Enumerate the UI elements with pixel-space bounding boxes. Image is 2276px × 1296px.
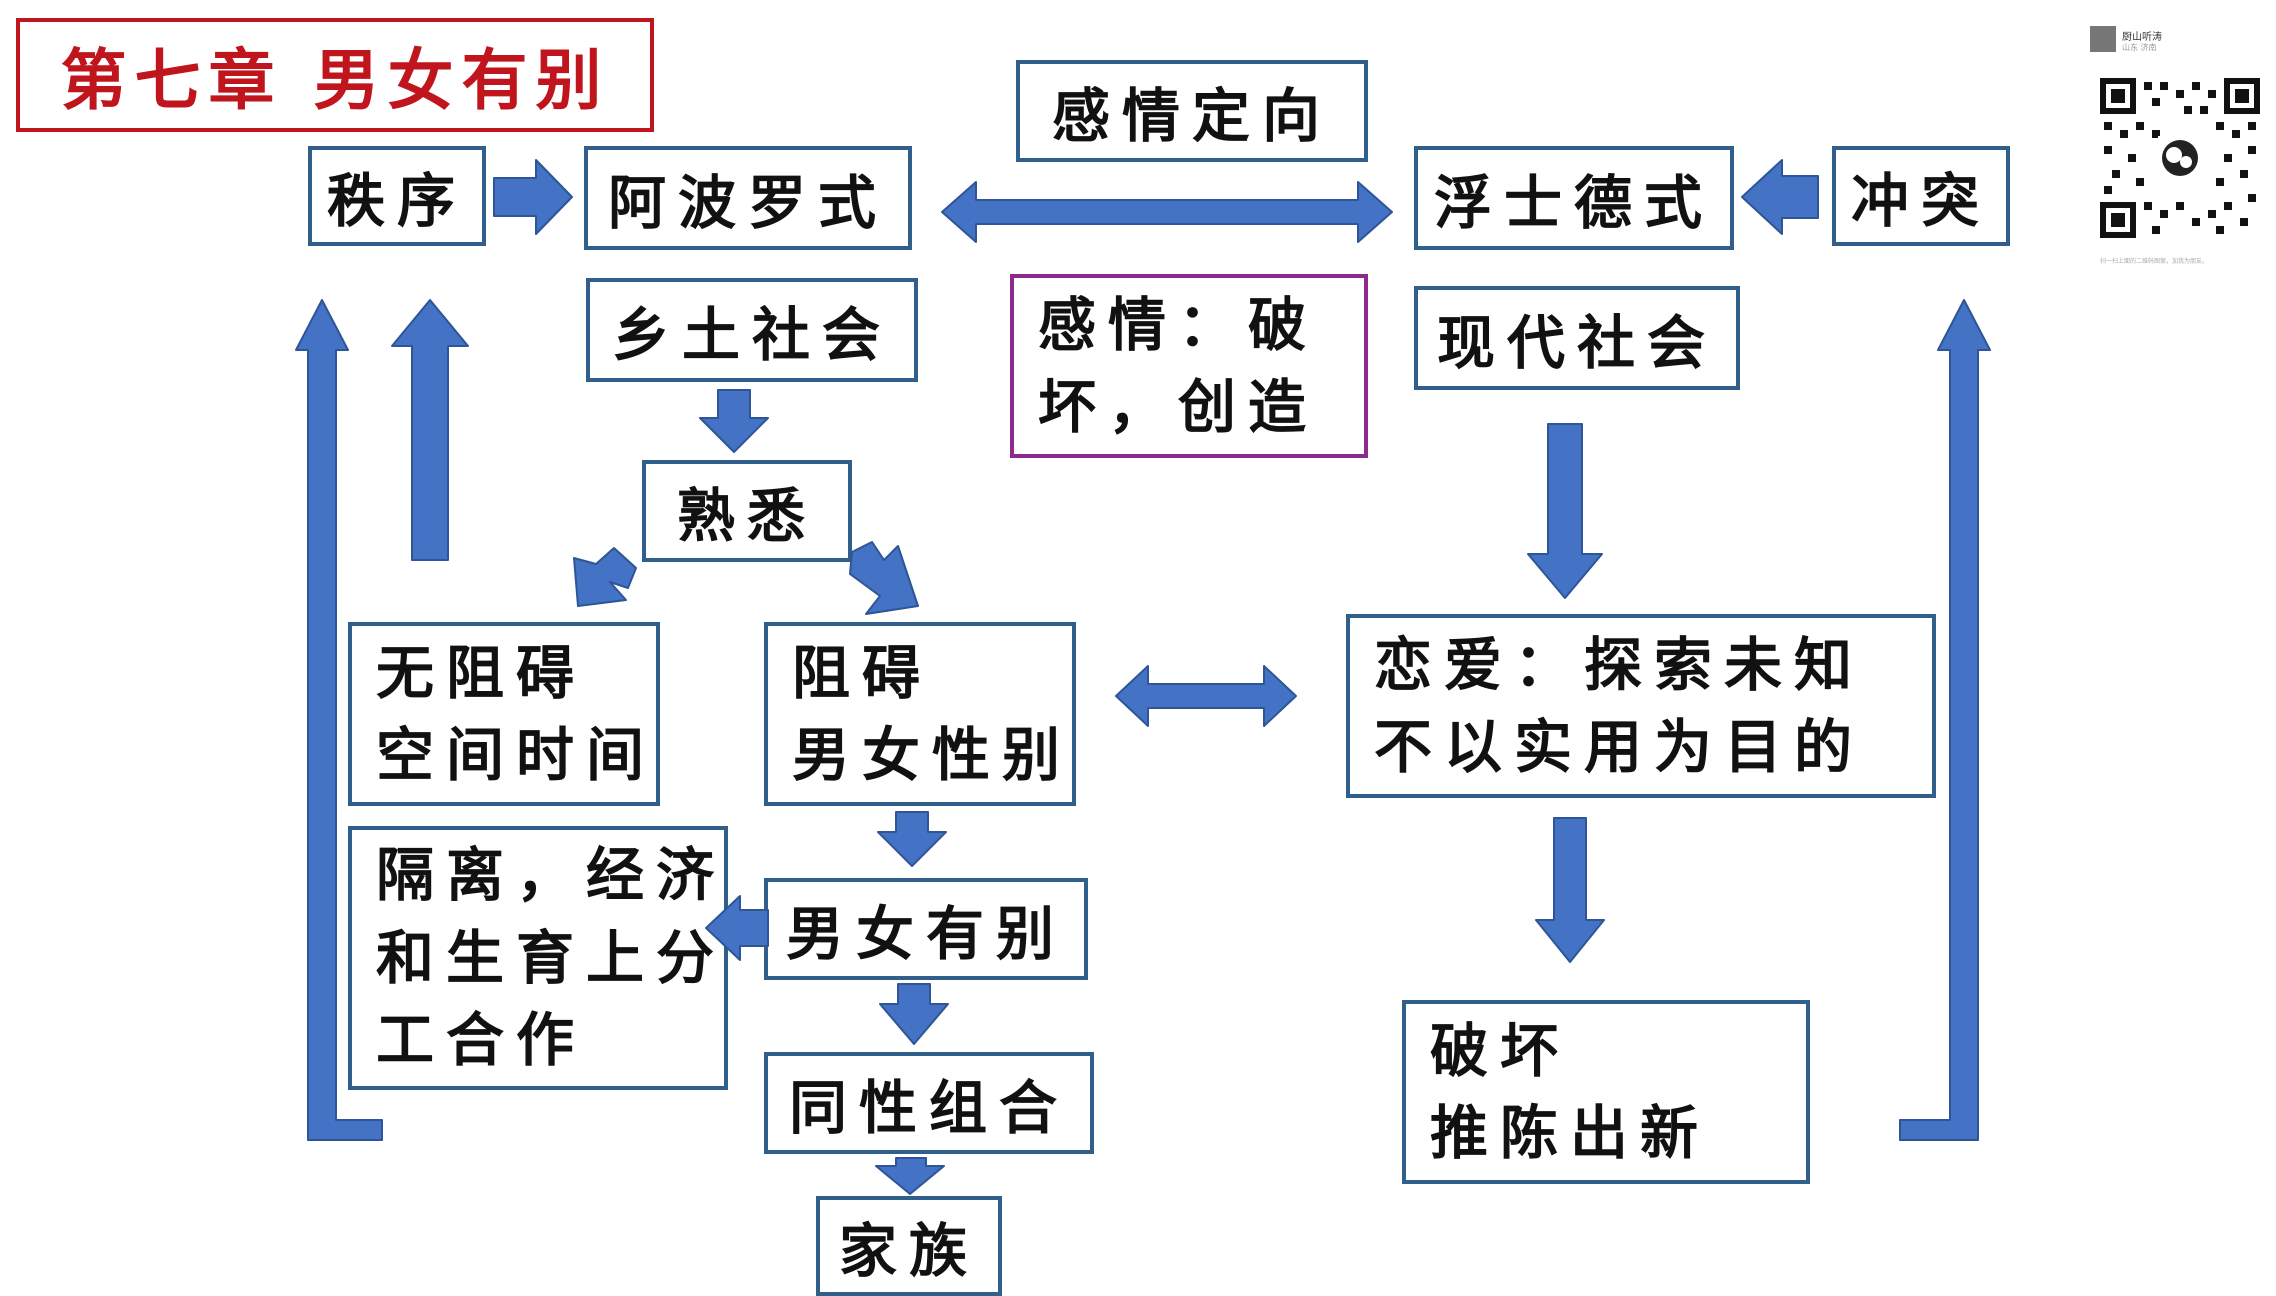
node-ganqing-pohuai-line1: 感情：破 [1038,290,1319,359]
chapter-title: 第七章 男女有别 [16,18,654,132]
node-geli-line1: 隔离，经济 [376,841,727,910]
qr-owner-location: 山东 济南 [2122,43,2157,52]
arrow-lianai-to-pohuai [1535,817,1605,963]
node-wuzuai-line1: 无阻碍 [376,638,587,707]
arrow-xiangtu-to-shuxi [699,389,769,453]
arrow-xiandai-to-lianai [1527,423,1603,599]
node-zuai: 阻碍 男女性别 [764,622,1076,806]
arrow-shuxi-to-zuai [849,541,919,615]
node-wuzuai-line2: 空间时间 [376,721,657,789]
node-pohuai-line1: 破坏 [1430,1016,1571,1085]
qr-code-icon [2090,26,2260,238]
arrow-nannv-to-tongxing [879,983,949,1045]
arrow-zuai-lianai-double [1115,665,1297,727]
node-ganqing-dingxiang: 感情定向 [1016,60,1368,162]
node-chongtu: 冲突 [1832,146,2010,246]
node-ganqing-pohuai-line2: 坏，创造 [1038,373,1319,441]
node-lianai: 恋爱：探索未知 不以实用为目的 [1346,614,1936,798]
node-xiandai: 现代社会 [1414,286,1740,390]
qr-owner-name: 厨山听涛 [2122,32,2162,43]
arrow-nannv-to-geli [705,895,769,961]
arrow-zuai-to-nannv [877,811,947,867]
arrow-apollo-faust-double [941,181,1393,243]
node-lianai-line2: 不以实用为目的 [1374,713,1865,781]
node-lianai-line1: 恋爱：探索未知 [1374,630,1865,699]
node-tongxing: 同性组合 [764,1052,1094,1154]
avatar [2090,26,2116,52]
node-ganqing-pohuai: 感情：破 坏，创造 [1010,274,1368,458]
node-apollo: 阿波罗式 [584,146,912,250]
node-geli-line2: 和生育上分 [376,923,727,992]
qr-caption: 扫一扫上面的二维码图案，加我为朋友。 [2100,258,2209,265]
node-pohuai-line2: 推陈出新 [1430,1099,1711,1167]
node-nannv: 男女有别 [764,878,1088,980]
arrow-shuxi-to-wuzuai [573,547,637,607]
node-xiangtu: 乡土社会 [586,278,918,382]
arrow-tongxing-to-jiazu [875,1157,945,1195]
node-shuxi: 熟悉 [642,460,852,562]
node-zuai-line2: 男女性别 [792,721,1073,789]
arrow-left-loop-up-to-zhixu [295,299,383,1141]
node-jiazu: 家族 [816,1196,1002,1296]
node-zuai-line1: 阻碍 [792,638,933,707]
node-pohuai: 破坏 推陈出新 [1402,1000,1810,1184]
node-zhixu: 秩序 [308,146,486,246]
arrow-zhixu-to-apollo [493,159,573,235]
arrow-right-loop-up-to-chongtu [1899,299,1991,1141]
arrow-wuzuai-up-to-zhixu [391,299,469,561]
node-faust: 浮士德式 [1414,146,1734,250]
arrow-chongtu-to-faust [1741,159,1819,235]
node-geli-line3: 工合作 [376,1006,587,1075]
node-geli: 隔离，经济 和生育上分 工合作 [348,826,728,1090]
node-wuzuai: 无阻碍 空间时间 [348,622,660,806]
qr-code-panel [2090,22,2270,272]
